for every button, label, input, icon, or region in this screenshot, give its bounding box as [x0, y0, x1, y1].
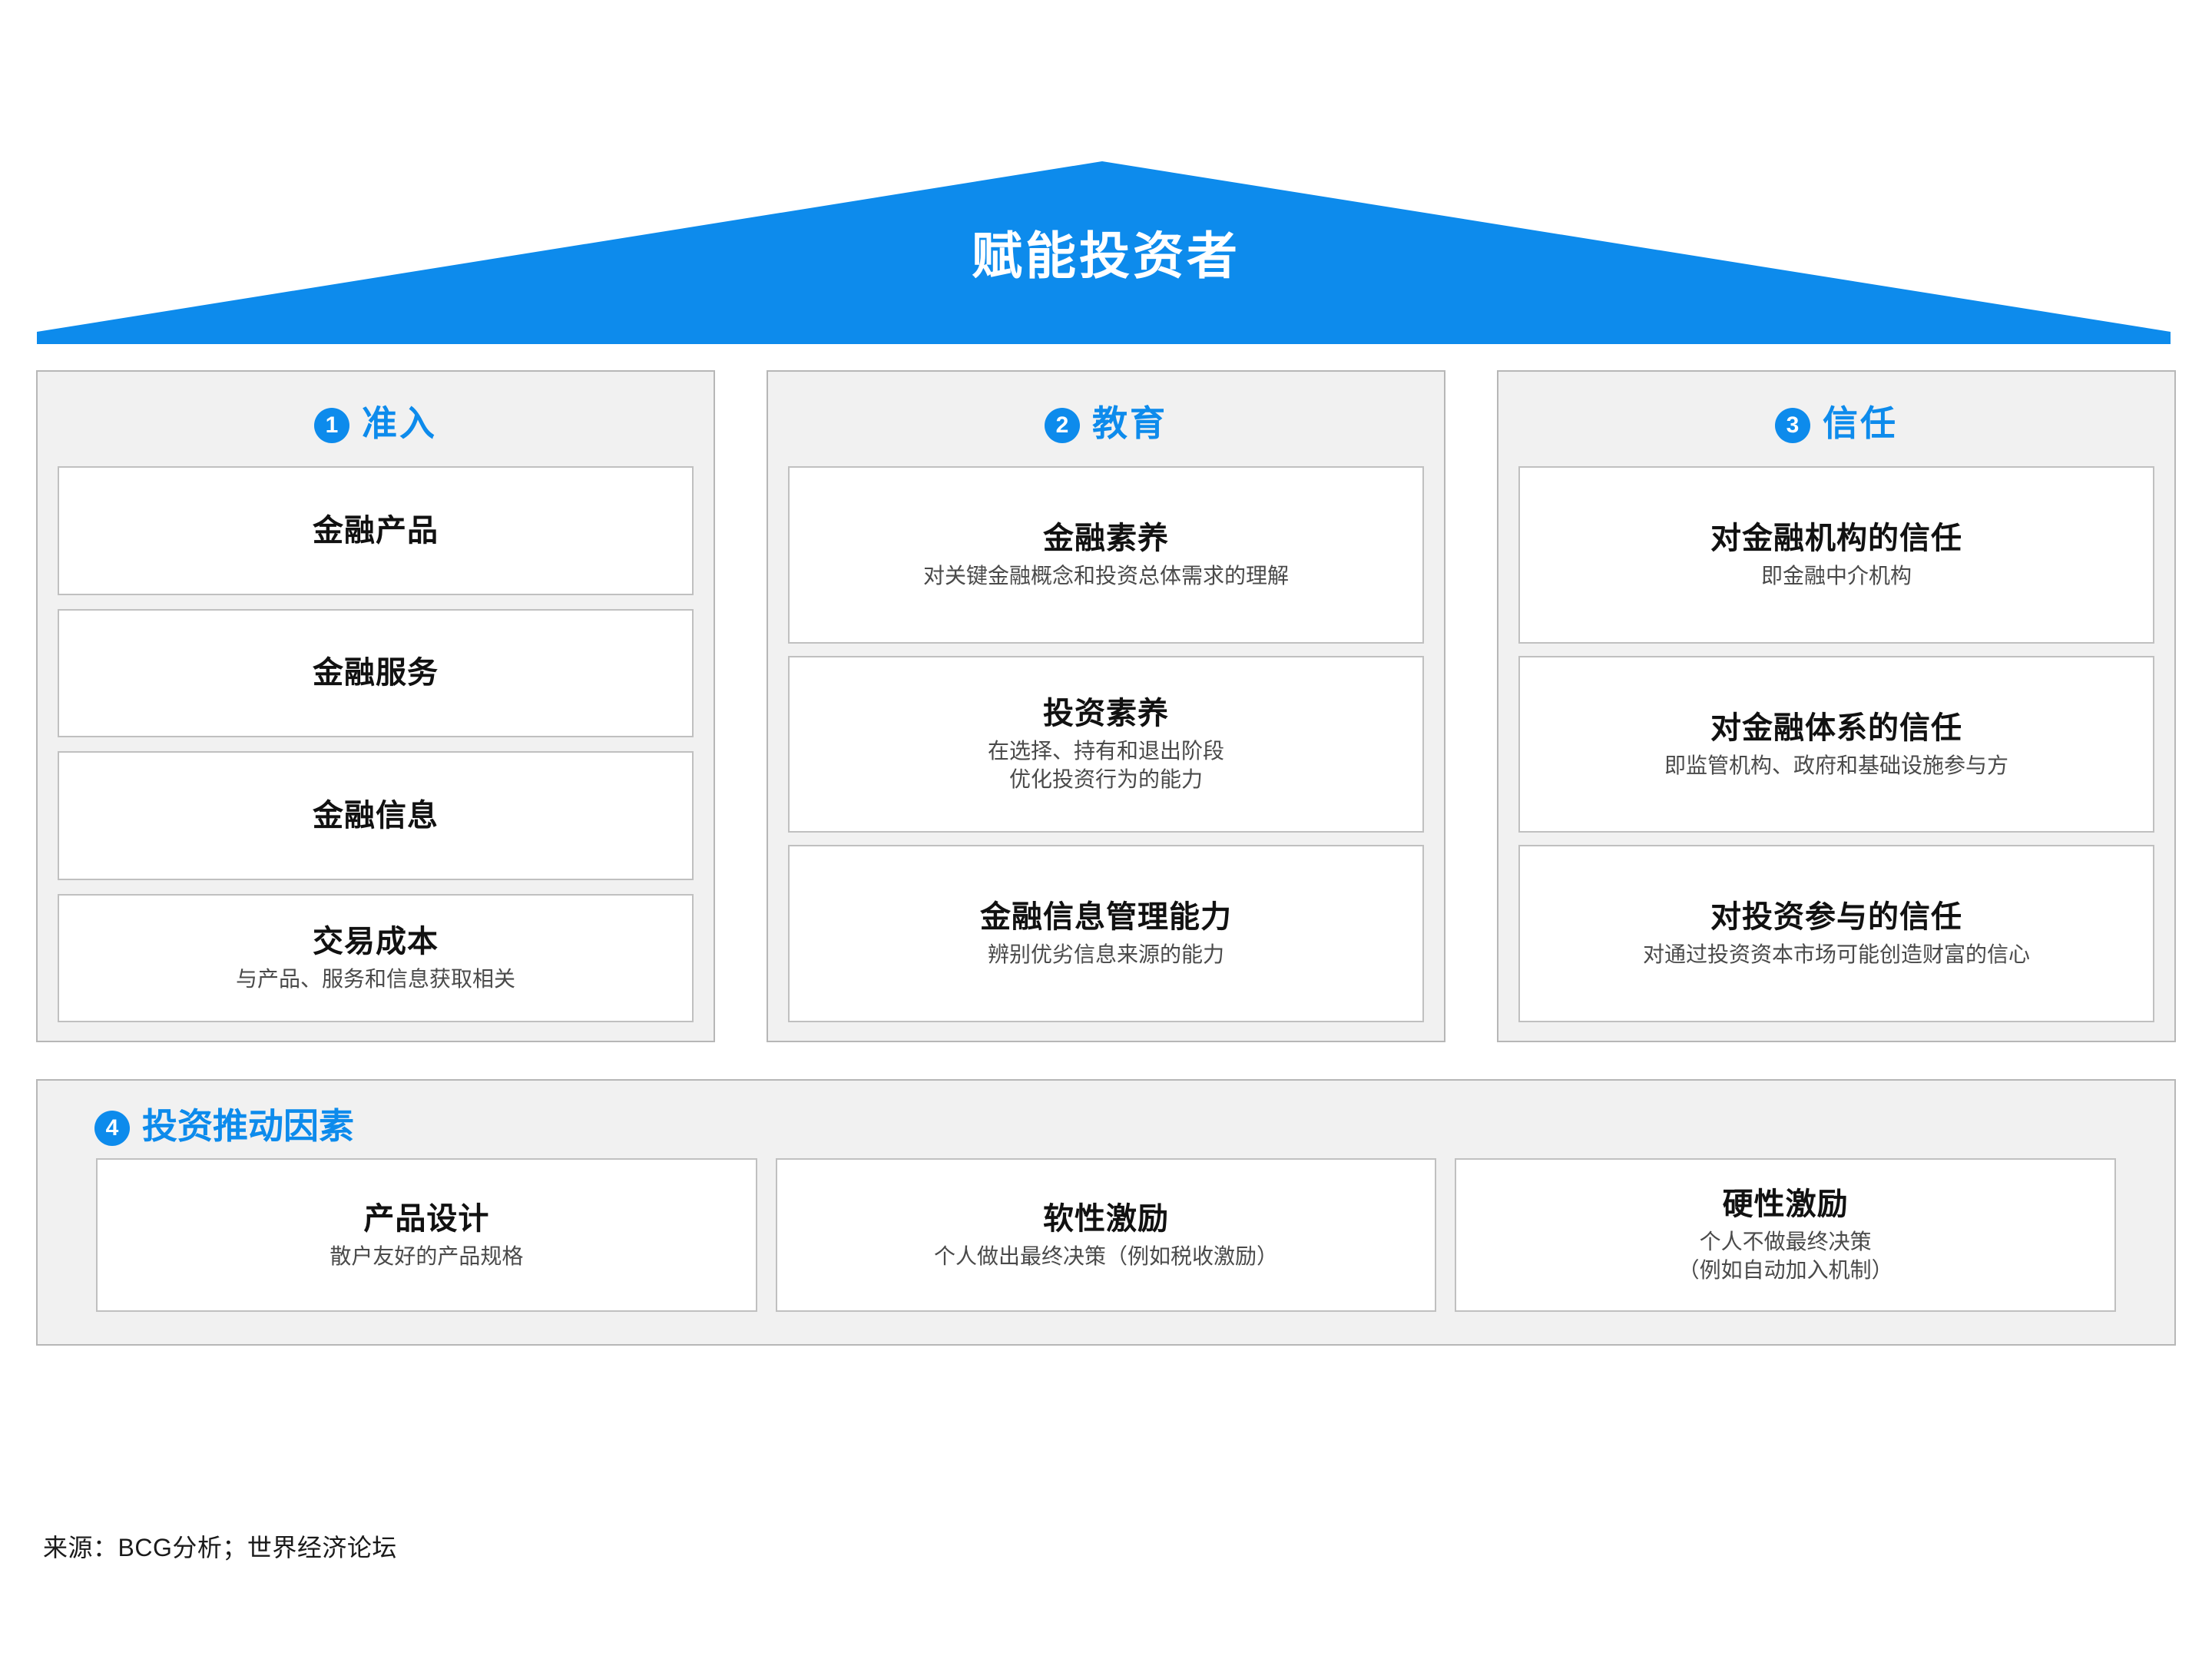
pillar-label-trust: 信任 [1823, 403, 1898, 443]
card-investment-literacy[interactable]: 投资素养 在选择、持有和退出阶段 优化投资行为的能力 [788, 655, 1424, 833]
card-title: 金融服务 [313, 656, 439, 690]
card-list-education: 金融素养 对关键金融概念和投资总体需求的理解 投资素养 在选择、持有和退出阶段 … [788, 466, 1424, 1023]
card-product-design[interactable]: 产品设计 散户友好的产品规格 [96, 1158, 757, 1312]
foundation-panel-drivers: 4 投资推动因素 产品设计 散户友好的产品规格 软性激励 个人做出最终决策（例如税… [36, 1079, 2176, 1346]
card-hard-incentives[interactable]: 硬性激励 个人不做最终决策 （例如自动加入机制） [1455, 1158, 2117, 1312]
number-badge-2-icon: 2 [1045, 408, 1080, 443]
card-subtitle: 在选择、持有和退出阶段 优化投资行为的能力 [987, 739, 1224, 791]
pillar-label-access: 准入 [362, 403, 437, 443]
card-list-trust: 对金融机构的信任 即金融中介机构 对金融体系的信任 即监管机构、政府和基础设施参… [1518, 466, 2154, 1023]
card-subtitle: 个人不做最终决策 （例如自动加入机制） [1677, 1230, 1893, 1282]
card-financial-literacy[interactable]: 金融素养 对关键金融概念和投资总体需求的理解 [788, 466, 1424, 644]
source-note: 来源：BCG分析；世界经济论坛 [43, 1534, 397, 1561]
number-badge-1-icon: 1 [314, 408, 349, 443]
card-list-drivers: 产品设计 散户友好的产品规格 软性激励 个人做出最终决策（例如税收激励） 硬性激… [61, 1158, 2151, 1312]
card-subtitle: 散户友好的产品规格 [329, 1243, 524, 1268]
card-trust-system[interactable]: 对金融体系的信任 即监管机构、政府和基础设施参与方 [1518, 655, 2154, 833]
pillar-panel-trust: 3 信任 对金融机构的信任 即金融中介机构 对金融体系的信任 即监管机构、政府和基… [1497, 370, 2176, 1042]
card-subtitle: 个人做出最终决策（例如税收激励） [934, 1243, 1279, 1268]
card-title: 对金融体系的信任 [1710, 710, 1962, 745]
card-title: 产品设计 [363, 1201, 490, 1236]
card-subtitle: 即监管机构、政府和基础设施参与方 [1664, 753, 2008, 777]
card-subtitle: 与产品、服务和信息获取相关 [235, 966, 515, 991]
card-title: 软性激励 [1043, 1201, 1169, 1236]
card-subtitle: 对关键金融概念和投资总体需求的理解 [922, 563, 1289, 588]
card-subtitle: 辨别优劣信息来源的能力 [987, 942, 1224, 967]
card-title: 金融信息管理能力 [980, 900, 1232, 935]
card-financial-products[interactable]: 金融产品 [58, 466, 694, 595]
number-badge-3-icon: 3 [1775, 408, 1810, 443]
card-title: 金融素养 [1043, 521, 1169, 555]
pillar-heading-access: 1 准入 [58, 372, 694, 466]
card-title: 金融信息 [313, 798, 439, 833]
card-title: 投资素养 [1043, 697, 1169, 731]
card-title: 对金融机构的信任 [1710, 521, 1962, 555]
pillar-label-education: 教育 [1092, 403, 1167, 443]
card-soft-incentives[interactable]: 软性激励 个人做出最终决策（例如税收激励） [775, 1158, 1437, 1312]
roof-title: 赋能投资者 [972, 227, 1240, 284]
card-list-access: 金融产品 金融服务 金融信息 交易成本 与产品、服务和信息获取相关 [58, 466, 694, 1022]
pillar-heading-education: 2 教育 [788, 372, 1424, 466]
card-financial-information[interactable]: 金融信息 [58, 751, 694, 880]
card-information-management[interactable]: 金融信息管理能力 辨别优劣信息来源的能力 [788, 845, 1424, 1023]
roof-triangle-shape [37, 161, 2171, 344]
drivers-heading: 4 投资推动因素 [61, 1101, 2151, 1158]
card-transaction-cost[interactable]: 交易成本 与产品、服务和信息获取相关 [58, 893, 694, 1022]
card-trust-participation[interactable]: 对投资参与的信任 对通过投资资本市场可能创造财富的信心 [1518, 845, 2154, 1023]
card-title: 金融产品 [313, 513, 439, 548]
card-trust-institutions[interactable]: 对金融机构的信任 即金融中介机构 [1518, 466, 2154, 644]
card-financial-services[interactable]: 金融服务 [58, 608, 694, 737]
card-title: 对投资参与的信任 [1710, 900, 1962, 935]
number-badge-4-icon: 4 [94, 1111, 130, 1146]
pillar-heading-trust: 3 信任 [1518, 372, 2154, 466]
card-subtitle: 对通过投资资本市场可能创造财富的信心 [1642, 942, 2030, 967]
card-title: 交易成本 [313, 924, 439, 959]
pillar-panel-access: 1 准入 金融产品 金融服务 金融信息 交易成本 与产品、服务和信息获取相关 [36, 370, 715, 1042]
card-title: 硬性激励 [1722, 1187, 1849, 1222]
roof-banner [0, 154, 2212, 346]
pillar-panel-education: 2 教育 金融素养 对关键金融概念和投资总体需求的理解 投资素养 在选择、持有和退… [767, 370, 1445, 1042]
drivers-label: 投资推动因素 [142, 1106, 354, 1146]
card-subtitle: 即金融中介机构 [1760, 563, 1912, 588]
